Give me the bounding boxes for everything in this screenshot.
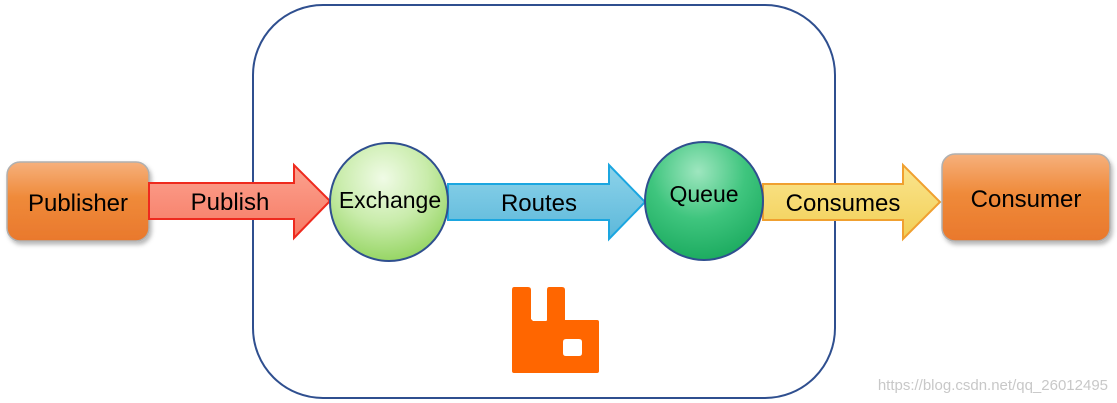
queue-label: Queue	[669, 181, 738, 207]
publish-arrow: Publish	[148, 162, 332, 241]
publisher-label: Publisher	[28, 190, 128, 217]
routes-arrow: Routes	[447, 162, 647, 242]
consumes-label: Consumes	[786, 190, 901, 217]
routes-label: Routes	[501, 190, 577, 217]
watermark-text: https://blog.csdn.net/qq_26012495	[878, 377, 1108, 394]
exchange-node: Exchange	[329, 142, 449, 262]
publisher-node: Publisher	[6, 161, 150, 242]
rabbitmq-logo-icon	[512, 287, 599, 373]
consumes-arrow: Consumes	[762, 162, 942, 242]
publish-label: Publish	[191, 189, 270, 216]
exchange-label: Exchange	[339, 187, 441, 213]
queue-node: Queue	[644, 141, 764, 261]
consumer-label: Consumer	[971, 186, 1082, 213]
consumer-node: Consumer	[941, 153, 1111, 242]
